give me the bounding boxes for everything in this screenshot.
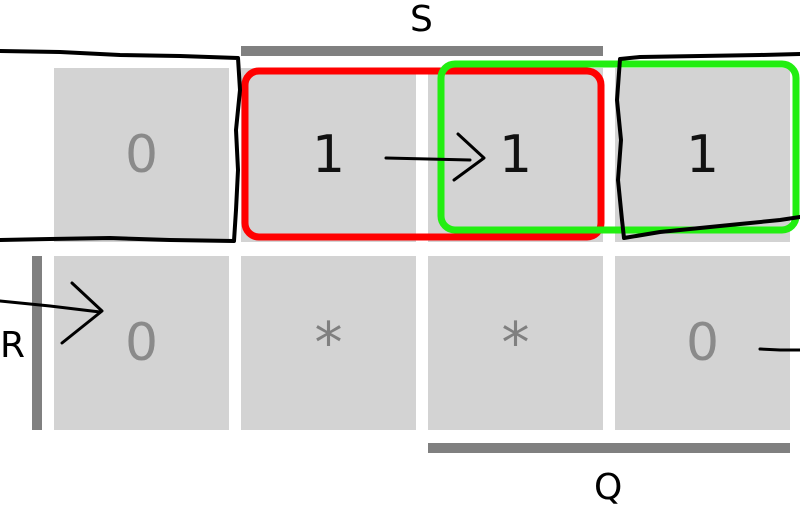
cell-row0-col1: 1 [241,68,416,242]
cell-row1-col0: 0 [54,256,229,430]
cell-row0-col0: 0 [54,68,229,242]
cell-value: 0 [685,313,720,373]
variable-label-r: R [0,325,26,366]
s-span-bar [241,46,603,56]
cell-row1-col3: 0 [615,256,790,430]
cell-row1-col1: * [241,256,416,430]
cell-value: * [314,310,343,376]
variable-label-s: S [410,0,433,40]
cell-row0-col3: 1 [615,68,790,242]
cell-value: 1 [498,125,533,185]
cell-value: 0 [124,313,159,373]
variable-label-q: Q [594,467,623,506]
cell-value: 1 [685,125,720,185]
cell-value: 0 [124,125,159,185]
r-span-bar [32,256,42,430]
cell-value: 1 [311,125,346,185]
cell-value: * [501,310,530,376]
cell-row1-col2: * [428,256,603,430]
cell-row0-col2: 1 [428,68,603,242]
q-span-bar [428,443,790,453]
